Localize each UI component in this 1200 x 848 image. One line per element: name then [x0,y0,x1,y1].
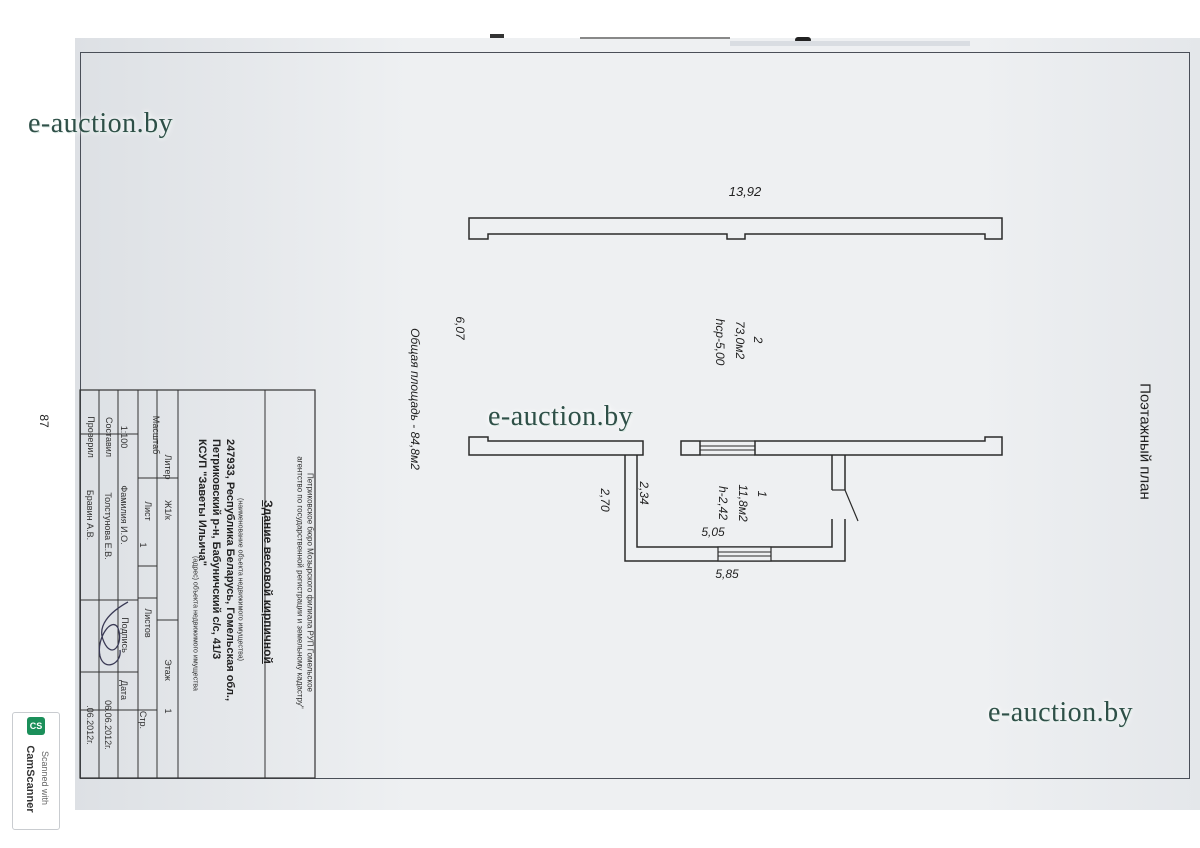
watermark-top-left: e-auction.by [28,108,174,139]
page-label: Стр. [138,710,148,730]
sign-label: Подпись [120,617,130,653]
sheet-label: Лист [143,501,153,521]
floor-value: 1 [163,708,173,714]
address-line2: Петриковский р-н, Бабуничский с/с, 41/3 [210,439,222,660]
dim-505: 5,05 [701,525,725,539]
camscanner-badge: CS Scanned with CamScanner [12,712,60,830]
camscanner-line1: Scanned with [40,750,50,806]
signature [98,601,129,666]
page-number: 87 [37,414,51,428]
org-line2: агентство по государственной регистрации… [295,456,305,709]
sheet-value: 1 [138,542,148,548]
scan-shading [75,38,1200,810]
date-label: Дата [119,680,129,700]
liter-value: Ж1/к [163,500,173,520]
scale-value: 1:100 [119,425,129,449]
address-line1: 247933, Республика Беларусь, Гомельская … [224,439,236,702]
dim-585: 5,85 [715,567,739,581]
compiled-label: Составил [104,416,114,458]
dim-top: 13,92 [728,184,762,199]
fio-label: Фамилия И.О. [119,485,129,545]
floor-label: Этаж [163,659,173,681]
checked-date: .06.2012г. [85,705,95,745]
camscanner-line2: CamScanner [24,745,36,813]
camscanner-logo-icon: CS [27,717,45,735]
compiled-name: Толстунова Е.В. [103,492,113,560]
sheets-label: Листов [143,608,153,638]
watermark-center: e-auction.by [488,401,634,432]
liter-label: Литер [163,454,173,480]
compiled-date: 06.06.2012г. [103,700,113,750]
scanned-page [75,38,1200,810]
scale-label: Масштаб [151,415,161,455]
checked-name: Бравин А.В. [85,489,95,541]
org-line1: Петриковское бюро Мозырского филиала РУП… [305,472,315,692]
wall-top [468,217,1003,240]
watermark-bottom-right: e-auction.by [988,697,1134,728]
wall-bottom-left [468,436,644,456]
object-name: Здание весовой кирпичной [261,500,275,664]
checked-label: Проверил [86,416,96,458]
scan-edge-marks [490,34,970,46]
object-name-caption: (наименование объекта недвижимого имущес… [236,498,244,661]
address-caption: (адрес) объекта недвижимого имущества [191,556,199,691]
